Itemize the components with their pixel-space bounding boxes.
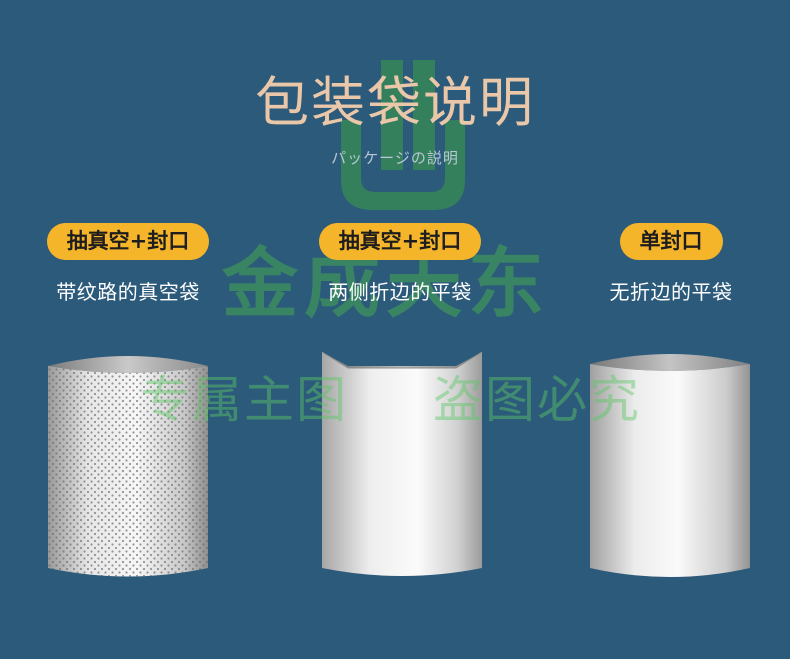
- watermark-exclusive-text: 专属主图: [140, 371, 348, 429]
- bag-column-1: 抽真空+封口 带纹路的真空袋: [33, 223, 223, 305]
- bag-1-badge: 抽真空+封口: [46, 223, 210, 260]
- page-subtitle: パッケージの説明: [331, 149, 459, 167]
- watermark-no-theft-text: 盗图必究: [433, 371, 641, 429]
- bag-1-description: 带纹路的真空袋: [56, 280, 200, 304]
- page-title: 包装袋说明: [255, 71, 535, 134]
- bag-column-2: 抽真空+封口 两侧折边的平袋: [305, 223, 495, 305]
- bag-column-3: 单封口 无折边的平袋: [576, 223, 766, 305]
- gusset-flat-bag-image: [318, 348, 486, 583]
- bag-2-description: 两侧折边的平袋: [328, 280, 472, 304]
- bag-3-description: 无折边的平袋: [609, 280, 733, 304]
- watermark-logo-icon: [341, 60, 465, 210]
- bag-2-badge: 抽真空+封口: [318, 223, 482, 260]
- bag-3-badge: 单封口: [619, 223, 723, 260]
- textured-vacuum-bag-image: [44, 350, 212, 585]
- plain-flat-bag-image: [586, 350, 754, 585]
